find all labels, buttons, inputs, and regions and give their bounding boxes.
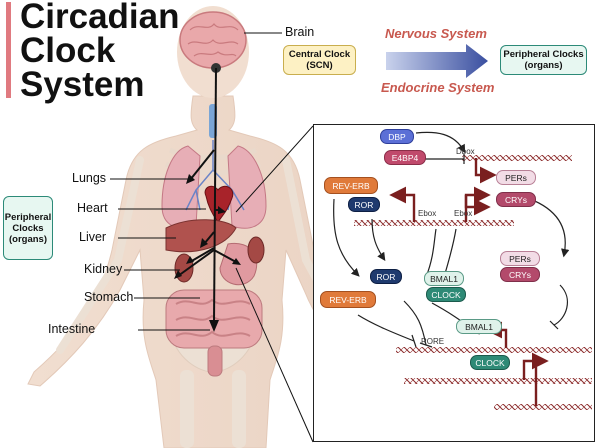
dbp-pill: DBP bbox=[380, 129, 414, 144]
central-clock-box: Central Clock (SCN) bbox=[283, 45, 356, 75]
page-title: Circadian Clock System bbox=[20, 0, 180, 102]
crys-pill-top: CRYs bbox=[496, 192, 536, 207]
organ-label-kidney: Kidney bbox=[84, 262, 123, 276]
central-clock-line-2: (SCN) bbox=[306, 60, 333, 71]
peripheral-top-line-1: Peripheral Clocks bbox=[503, 49, 584, 60]
nervous-endocrine-arrow bbox=[386, 44, 488, 78]
peripheral-clocks-box-left: Peripheral Clocks (organs) bbox=[3, 196, 53, 260]
ror-pill-top: ROR bbox=[348, 197, 380, 212]
bmal1-pill-bottom: BMAL1 bbox=[456, 319, 502, 334]
bmal1-pill-mid: BMAL1 bbox=[424, 271, 464, 286]
pers-pill-right: PERs bbox=[500, 251, 540, 266]
peripheral-left-line-3: (organs) bbox=[9, 233, 47, 245]
e4bp4-pill: E4BP4 bbox=[384, 150, 426, 165]
ror-pill-mid: ROR bbox=[370, 269, 402, 284]
rev-erb-pill-bottom: REV-ERB bbox=[320, 291, 376, 308]
peripheral-clocks-box-top: Peripheral Clocks (organs) bbox=[500, 45, 587, 75]
molecular-clock-panel: DBP E4BP4 Dbox PERs CRYs REV-ERB ROR Ebo… bbox=[313, 124, 595, 442]
clock-pill-mid: CLOCK bbox=[426, 287, 466, 302]
brain-icon bbox=[179, 11, 247, 73]
nervous-system-label: Nervous System bbox=[385, 26, 487, 41]
dbox-label: Dbox bbox=[456, 147, 475, 156]
organ-label-stomach: Stomach bbox=[84, 290, 134, 304]
organ-label-lungs: Lungs bbox=[72, 171, 107, 185]
lungs-icon bbox=[161, 140, 267, 229]
endocrine-system-label: Endocrine System bbox=[381, 80, 495, 95]
peripheral-left-line-2: Clocks bbox=[12, 222, 44, 234]
pers-pill-top: PERs bbox=[496, 170, 536, 185]
ebox-label-right: Ebox bbox=[454, 209, 473, 218]
signal-arrows bbox=[177, 67, 237, 323]
rore-label: RORE bbox=[421, 337, 445, 346]
brain-label: Brain bbox=[285, 25, 315, 39]
liver-icon bbox=[165, 219, 237, 253]
organ-label-liver: Liver bbox=[79, 230, 107, 244]
organ-label-heart: Heart bbox=[77, 201, 108, 215]
central-clock-line-1: Central Clock bbox=[288, 49, 351, 60]
ebox-label-left: Ebox bbox=[418, 209, 437, 218]
crys-pill-right: CRYs bbox=[500, 267, 540, 282]
title-line-3: System bbox=[20, 65, 145, 104]
title-line-2: Clock bbox=[20, 31, 116, 70]
peripheral-left-line-1: Peripheral bbox=[4, 211, 52, 223]
rev-erb-pill-top: REV-ERB bbox=[324, 177, 378, 194]
clock-pill-bottom: CLOCK bbox=[470, 355, 510, 370]
heart-icon bbox=[204, 185, 234, 223]
title-accent-bar bbox=[6, 2, 11, 98]
peripheral-top-line-2: (organs) bbox=[524, 60, 563, 71]
organ-label-intestine: Intestine bbox=[48, 322, 96, 336]
title-line-1: Circadian bbox=[20, 0, 180, 36]
